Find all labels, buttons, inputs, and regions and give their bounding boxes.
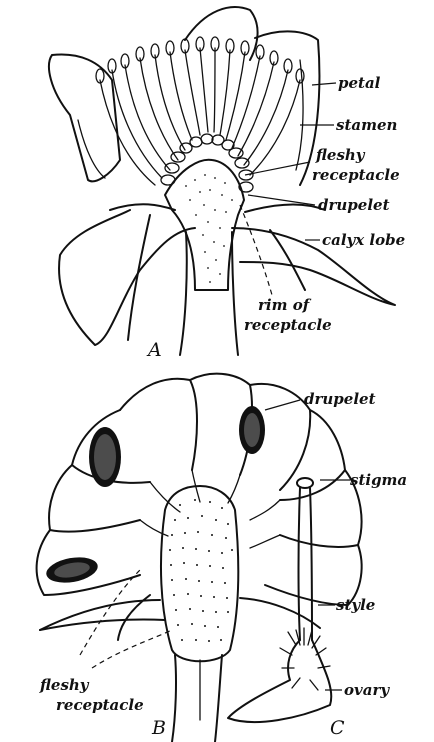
label-calyx-lobe: calyx lobe xyxy=(322,231,405,249)
ovary-drawing xyxy=(228,628,331,722)
label-drupelet-a: drupelet xyxy=(318,196,390,214)
label-fleshy-receptacle-b-line2: receptacle xyxy=(56,696,144,714)
calyx-drawing xyxy=(59,204,395,355)
fleshy-receptacle-b-drawing xyxy=(161,486,238,661)
stamens-drawing xyxy=(96,37,304,185)
label-fleshy-receptacle-a-line1: fleshy xyxy=(315,146,366,164)
label-fleshy-receptacle-b-line1: fleshy xyxy=(39,676,90,694)
figure-letter-c: C xyxy=(330,717,345,739)
label-ovary: ovary xyxy=(344,681,390,699)
label-drupelet-b: drupelet xyxy=(304,390,376,408)
figure-letter-b: B xyxy=(151,717,166,739)
figure-a-leader-lines xyxy=(240,83,336,295)
stigma-drawing xyxy=(297,478,313,488)
label-rim-line2: receptacle xyxy=(244,316,332,334)
label-style: style xyxy=(336,596,375,614)
label-stamen: stamen xyxy=(336,116,397,134)
figure-a-flower-section: petal stamen fleshy receptacle drupelet … xyxy=(49,7,405,361)
label-stigma: stigma xyxy=(350,471,407,489)
label-rim-line1: rim of xyxy=(258,296,312,314)
label-fleshy-receptacle-a-line2: receptacle xyxy=(312,166,400,184)
label-petal: petal xyxy=(338,74,381,92)
figure-letter-a: A xyxy=(146,339,162,361)
